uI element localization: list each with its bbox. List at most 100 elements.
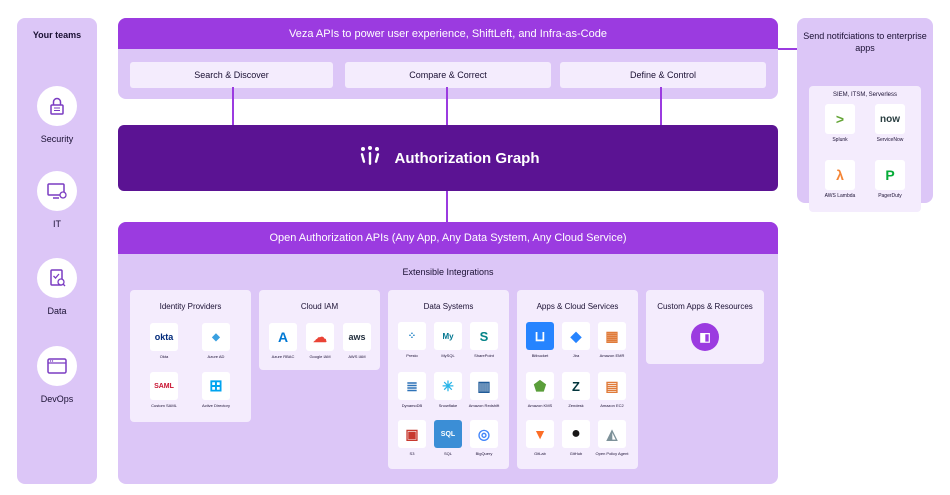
okta-icon: okta — [150, 323, 178, 351]
notifications-title: Send notifciations to enterprise apps — [803, 31, 927, 53]
open-apis-title: Open Authorization APIs (Any App, Any Da… — [118, 222, 778, 254]
group-title: Data Systems — [423, 302, 474, 311]
zendesk-icon: Z — [562, 372, 590, 400]
integration-amazon-redshift: ▥ Amazon Redshift — [469, 372, 499, 408]
active-directory-icon: ⊞ — [202, 372, 230, 400]
jira-icon: ◆ — [562, 322, 590, 350]
integration-label: Active Directory — [201, 403, 230, 408]
group-title: Identity Providers — [159, 302, 222, 311]
integration-bitbucket: ⊔ Bitbucket — [526, 322, 554, 358]
bitbucket-icon: ⊔ — [526, 322, 554, 350]
bigquery-icon: ◎ — [470, 420, 498, 448]
browser-window-icon — [37, 346, 77, 386]
pill-search-discover: Search & Discover — [130, 62, 333, 88]
team-label: Data — [47, 306, 67, 316]
integration-label: Amazon EC2 — [600, 403, 624, 408]
authorization-graph-box: Authorization Graph — [118, 125, 778, 191]
aws-icon: aws — [343, 323, 371, 351]
document-search-icon — [37, 258, 77, 298]
app-servicenow: now ServiceNow — [875, 104, 905, 143]
integration-label: S3 — [409, 451, 415, 456]
integration-github: ● GitHub — [562, 420, 590, 456]
kms-icon: ⬟ — [526, 372, 554, 400]
emr-icon: ▦ — [598, 322, 626, 350]
integration-label: AWS IAM — [348, 354, 366, 359]
integration-label: Amazon KMS — [527, 403, 553, 408]
lambda-icon: λ — [825, 160, 855, 190]
integration-label: Jira — [572, 353, 580, 358]
integration-open-policy-agent: ◭ Open Policy Agent — [596, 420, 628, 456]
integration-sharepoint: S SharePoint — [470, 322, 498, 358]
connector-line — [446, 87, 448, 125]
pill-compare-correct: Compare & Correct — [345, 62, 551, 88]
app-splunk: > Splunk — [825, 104, 855, 143]
ec2-icon: ▤ — [598, 372, 626, 400]
team-label: Security — [40, 134, 74, 144]
integration-amazon-emr: ▦ Amazon EMR — [598, 322, 626, 358]
connector-line — [660, 87, 662, 125]
team-devops: DevOps — [17, 346, 97, 404]
integration-label: SQL — [443, 451, 452, 456]
integration-label: Custom SAML — [151, 403, 177, 408]
team-data: Data — [17, 258, 97, 316]
authorization-graph-title: Authorization Graph — [394, 149, 540, 167]
gitlab-icon: ▼ — [526, 420, 554, 448]
integration-jira: ◆ Jira — [562, 322, 590, 358]
veza-logo-icon — [357, 145, 383, 171]
integration-label: SharePoint — [474, 353, 494, 358]
integration-label: Presto — [406, 353, 418, 358]
integration-label: GitHub — [569, 451, 583, 456]
azure-icon: A — [269, 323, 297, 351]
custom-app-icon: ◧ — [691, 323, 719, 351]
integration-google-iam: ☁ Google IAM — [306, 323, 334, 359]
app-pagerduty: P PagerDuty — [875, 160, 905, 199]
integration-label: Google IAM — [309, 354, 331, 359]
snowflake-icon: ✳ — [434, 372, 462, 400]
group-data-systems: Data Systems ⁘ Presto My MySQL S SharePo… — [388, 290, 509, 469]
group-identity-providers: Identity Providers okta Okta ◆ Azure AD … — [130, 290, 251, 422]
open-authorization-apis-box: Open Authorization APIs (Any App, Any Da… — [118, 222, 778, 484]
dynamodb-icon: ≣ — [398, 372, 426, 400]
teams-title: Your teams — [32, 30, 82, 40]
integration-snowflake: ✳ Snowflake — [434, 372, 462, 408]
integration-label: BigQuery — [475, 451, 493, 456]
integration-azure-rbac: A Azure RBAC — [269, 323, 297, 359]
group-custom-apps: Custom Apps & Resources ◧ — [646, 290, 764, 364]
extensible-integrations-title: Extensible Integrations — [402, 267, 494, 277]
group-title: Apps & Cloud Services — [536, 302, 619, 311]
integration-label: Azure RBAC — [271, 354, 295, 359]
team-label: IT — [53, 219, 61, 229]
integration-amazon-kms: ⬟ Amazon KMS — [526, 372, 554, 408]
integration-okta: okta Okta — [150, 323, 178, 359]
azure-ad-icon: ◆ — [202, 323, 230, 351]
notifications-apps-box: SIEM, ITSM, Serverless > Splunk now Serv… — [809, 86, 921, 212]
pill-define-control: Define & Control — [560, 62, 766, 88]
connector-line — [232, 87, 234, 125]
splunk-icon: > — [825, 104, 855, 134]
integration-aws-iam: aws AWS IAM — [343, 323, 371, 359]
veza-apis-box: Veza APIs to power user experience, Shif… — [118, 18, 778, 99]
integration-sql: SQL SQL — [434, 420, 462, 456]
integration-label: Open Policy Agent — [595, 451, 629, 456]
sharepoint-icon: S — [470, 322, 498, 350]
group-cloud-iam: Cloud IAM A Azure RBAC ☁ Google IAM aws … — [259, 290, 380, 370]
connector-line — [778, 48, 797, 50]
integration-presto: ⁘ Presto — [398, 322, 426, 358]
connector-line — [446, 191, 448, 222]
sql-icon: SQL — [434, 420, 462, 448]
integration-bigquery: ◎ BigQuery — [470, 420, 498, 456]
notifications-subtitle: SIEM, ITSM, Serverless — [832, 92, 897, 98]
integration-label: Amazon Redshift — [468, 403, 500, 408]
teams-panel: Your teams Security IT Data DevOps — [17, 18, 97, 484]
notifications-panel: Send notifciations to enterprise apps SI… — [797, 18, 933, 212]
integration-mysql: My MySQL — [434, 322, 462, 358]
team-it: IT — [17, 171, 97, 229]
integration-label: Bitbucket — [531, 353, 549, 358]
integration-active-directory: ⊞ Active Directory — [202, 372, 230, 408]
integration-amazon-ec2: ▤ Amazon EC2 — [598, 372, 626, 408]
redshift-icon: ▥ — [470, 372, 498, 400]
integration-azure-ad: ◆ Azure AD — [202, 323, 230, 359]
integration-label: GitLab — [534, 451, 546, 456]
computer-gear-icon — [37, 171, 77, 211]
team-label: DevOps — [40, 394, 74, 404]
